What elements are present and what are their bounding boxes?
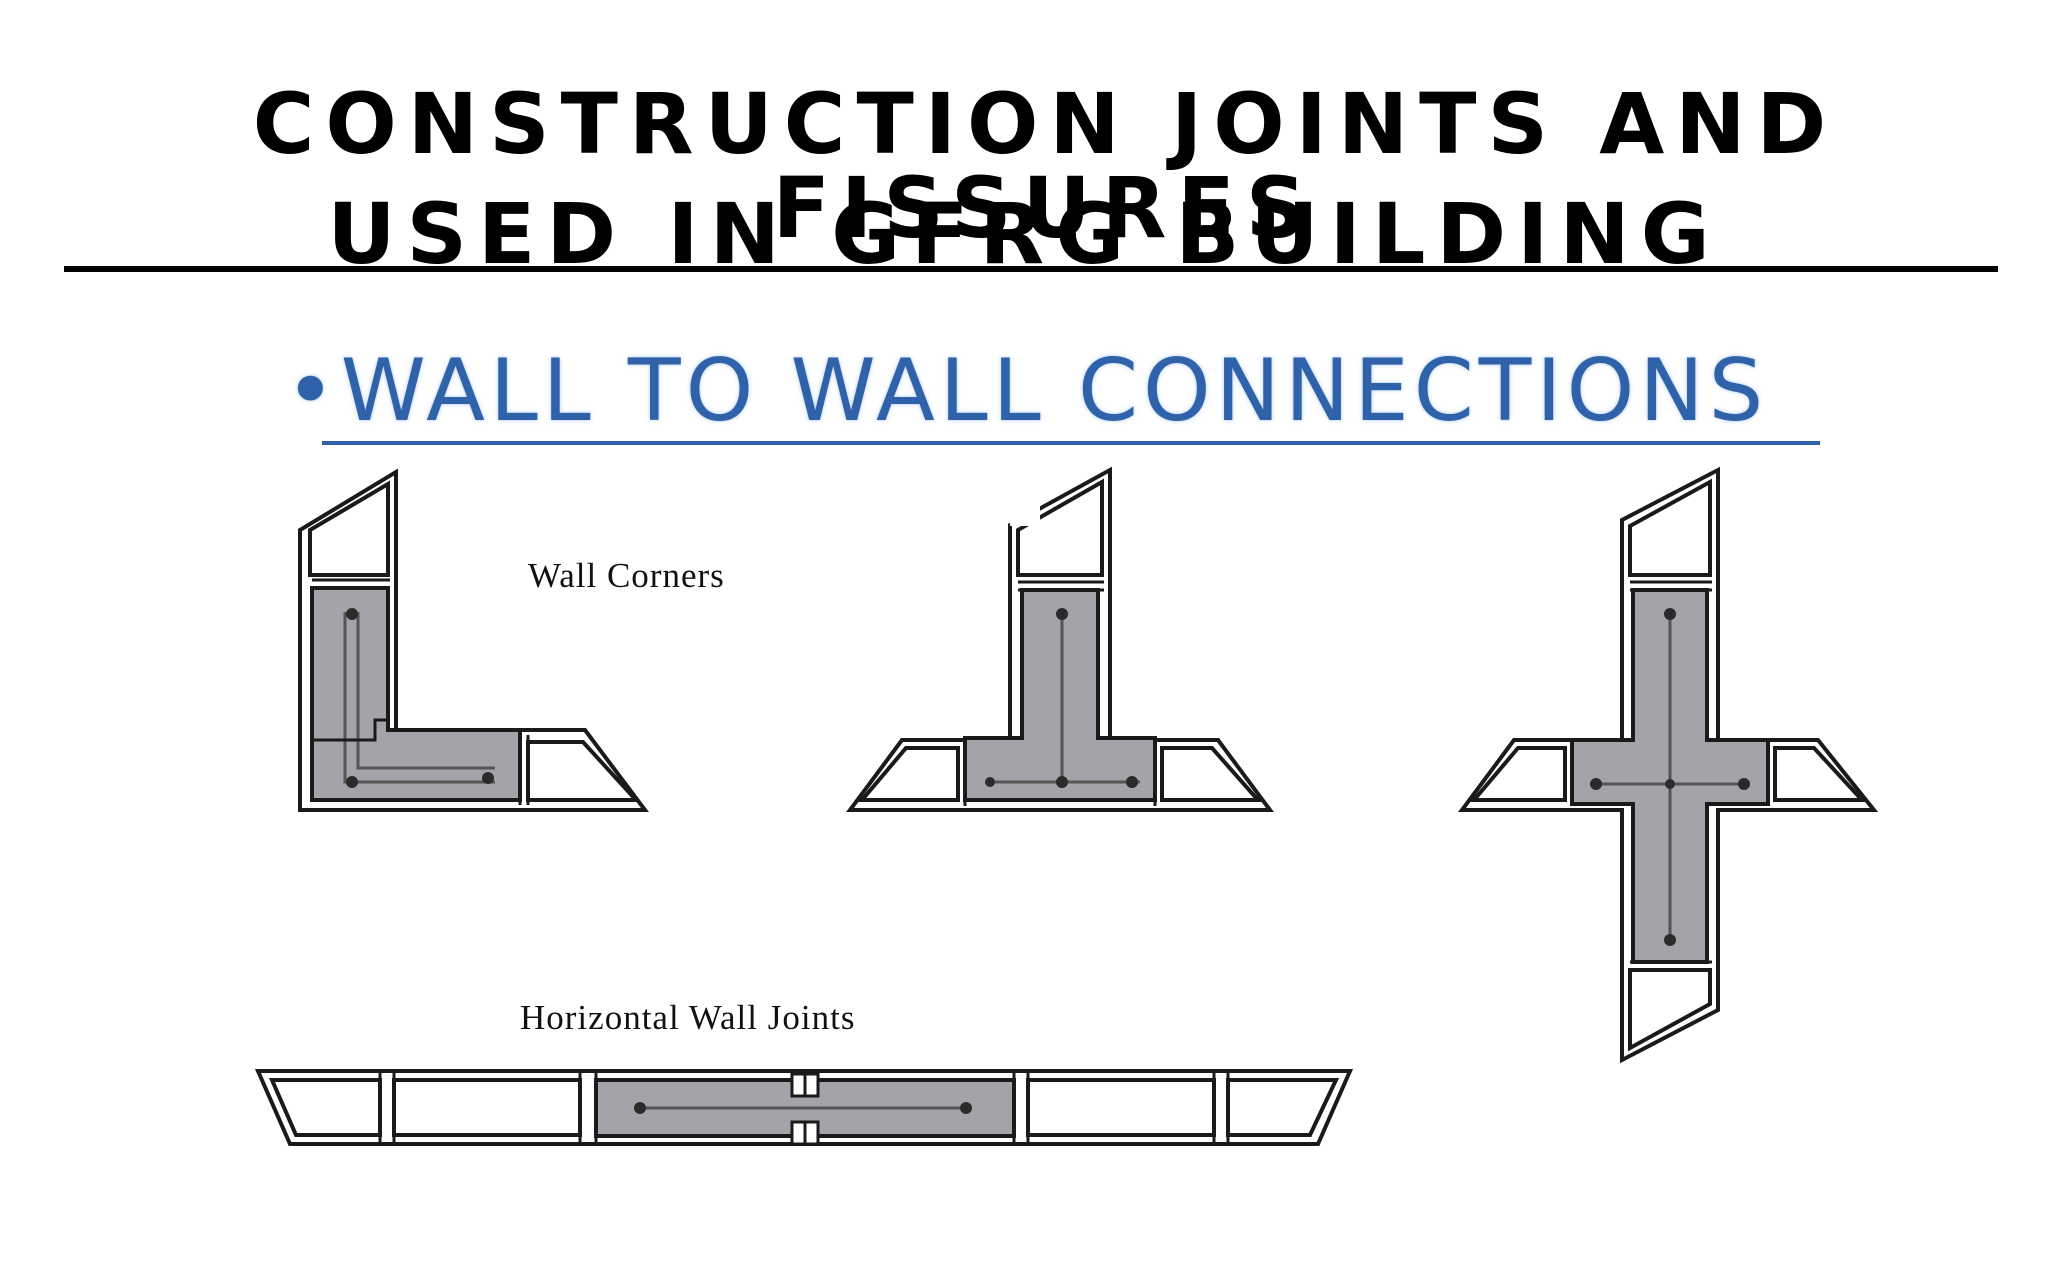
l-corner-joint [298, 468, 649, 812]
subtitle-underline [322, 441, 1820, 445]
subtitle: •WALL TO WALL CONNECTIONS [285, 348, 1768, 434]
title-line-1: CONSTRUCTION JOINTS AND FISSURES [252, 75, 1838, 257]
horizontal-wall-joint [254, 1069, 1354, 1146]
label-wall-corners: Wall Corners [528, 556, 725, 595]
cross-joint [1458, 466, 1879, 1064]
t-joint [846, 466, 1274, 812]
title-rule [64, 266, 1998, 272]
subtitle-text: WALL TO WALL CONNECTIONS [340, 341, 1769, 441]
label-horizontal-wall-joints: Horizontal Wall Joints [520, 998, 856, 1037]
title-line-2: USED IN GFRG BUILDING [327, 185, 1721, 283]
bullet-glyph: • [285, 341, 341, 441]
